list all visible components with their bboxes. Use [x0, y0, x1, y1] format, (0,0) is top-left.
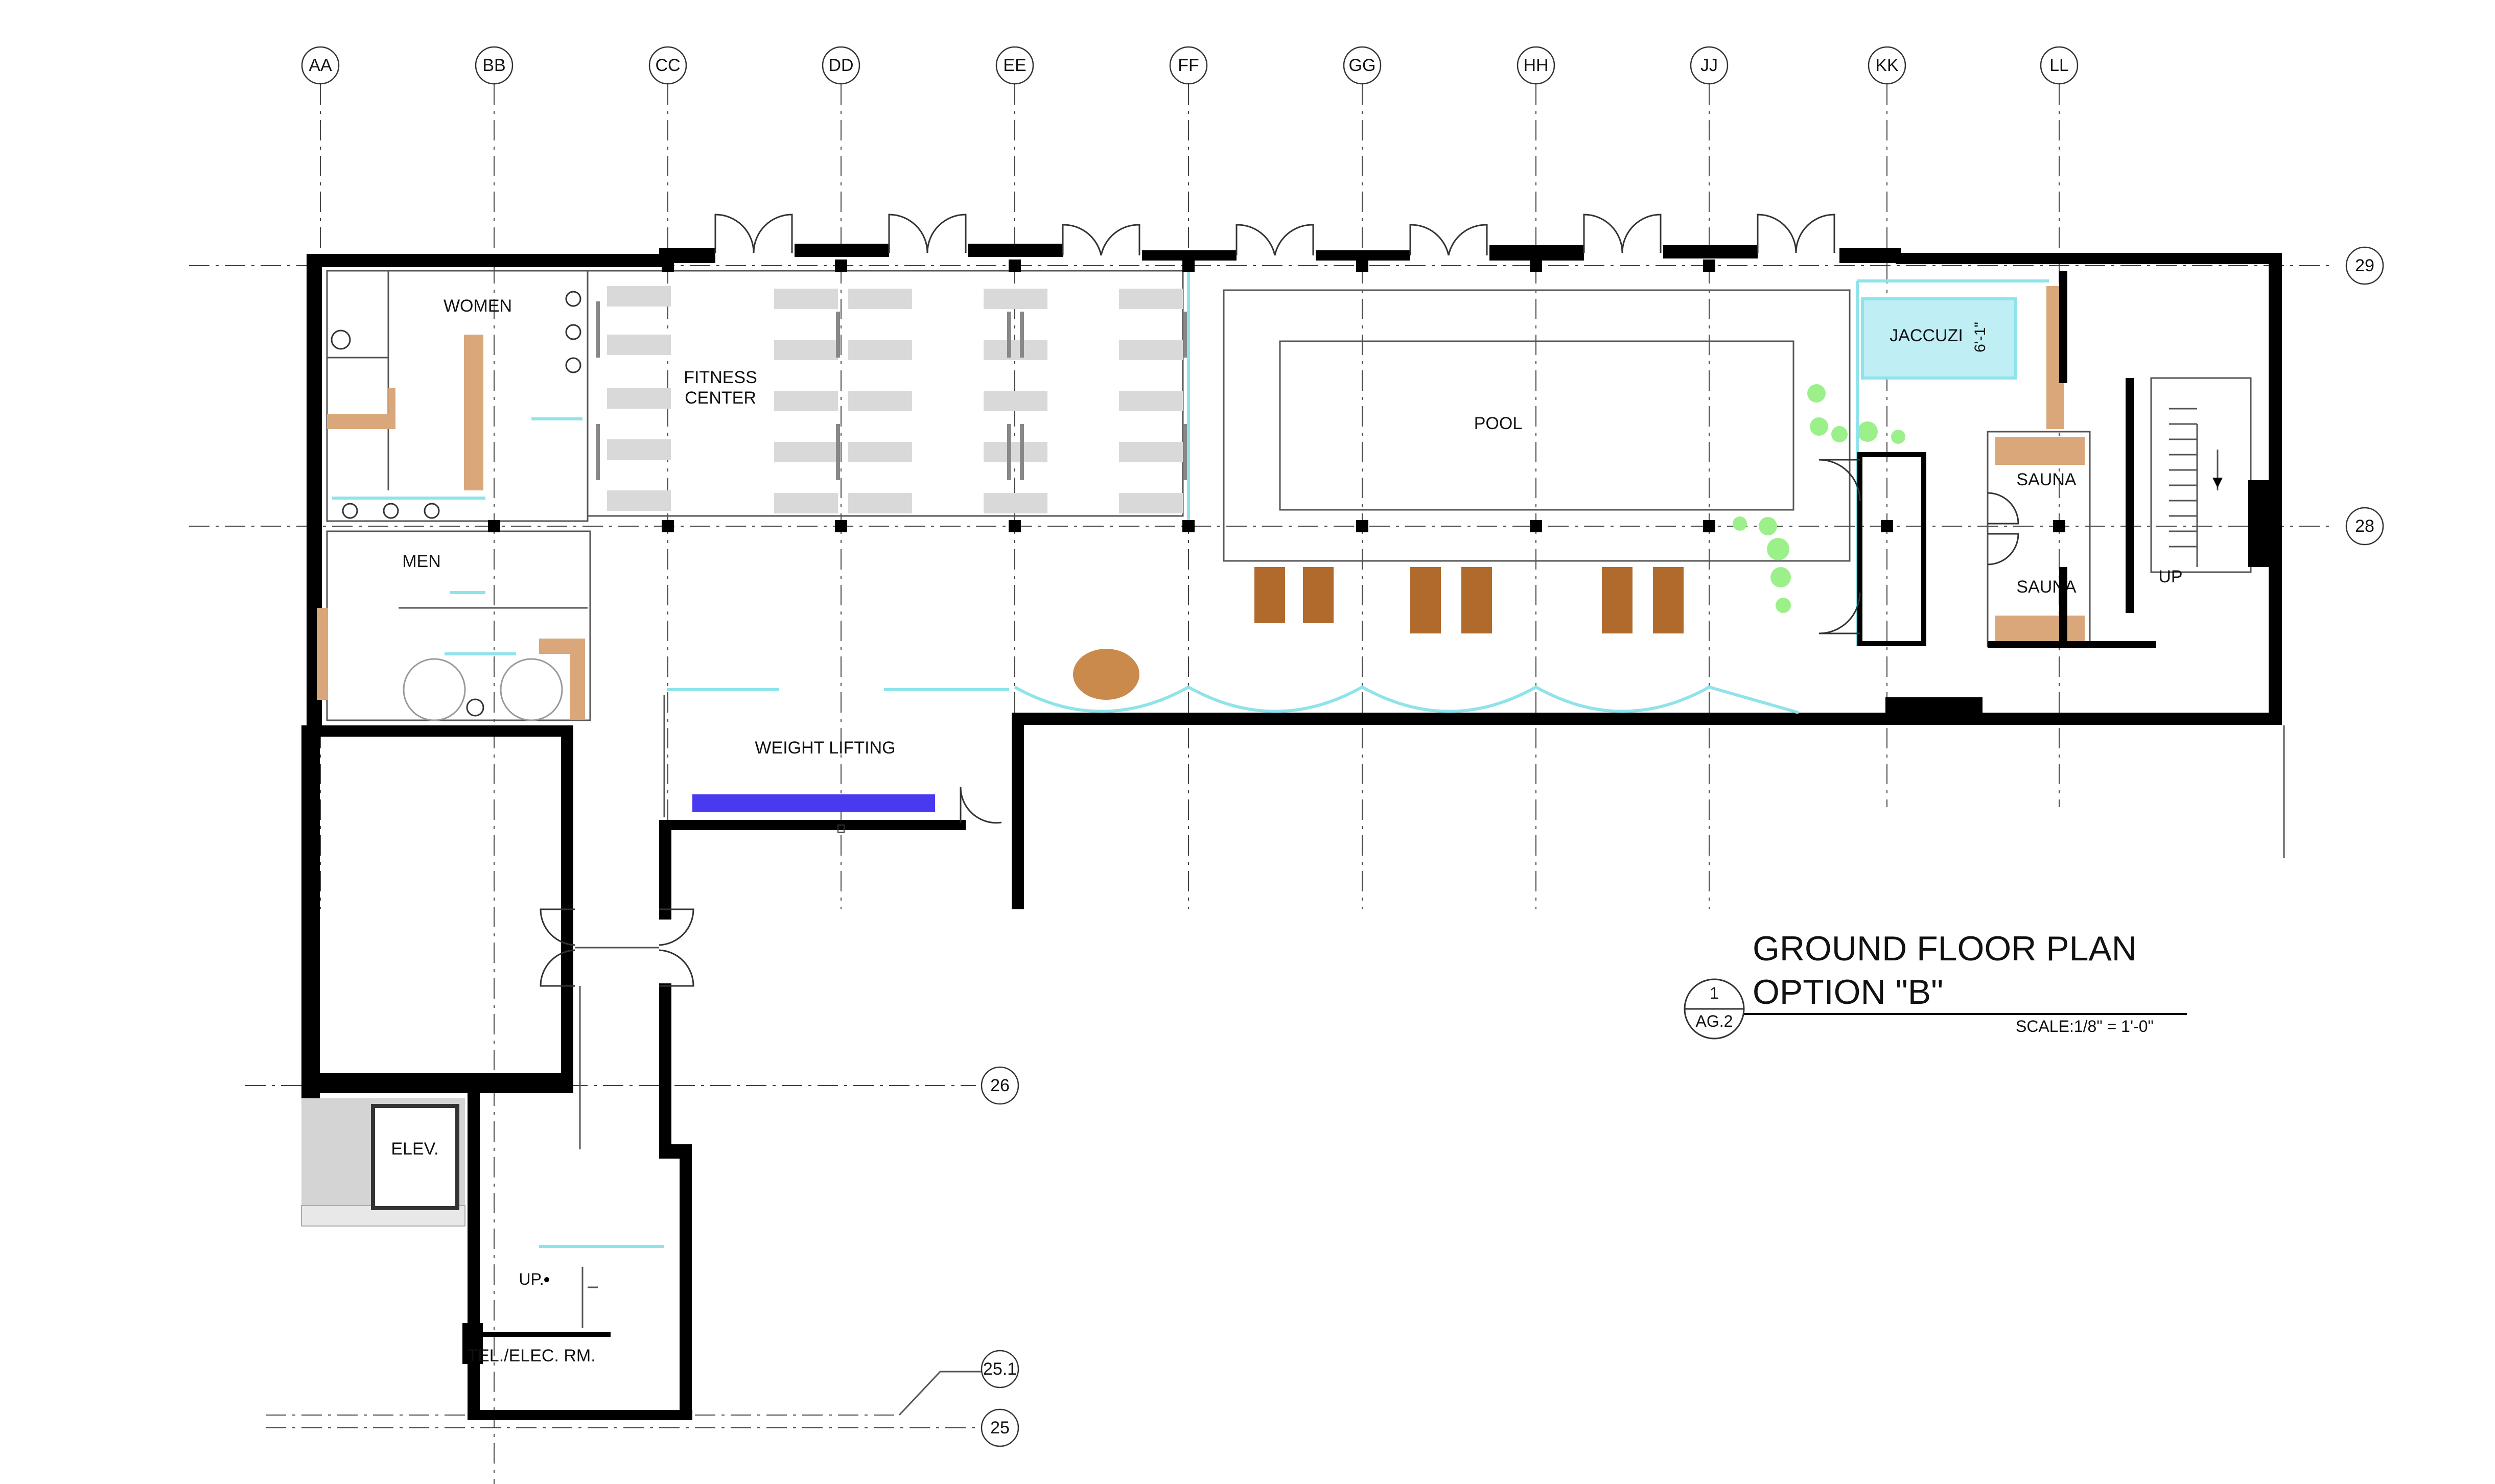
exterior-walls	[301, 244, 2282, 1420]
jacuzzi	[1861, 297, 2017, 380]
drawing-title-line1: GROUND FLOOR PLAN	[1753, 929, 2137, 968]
grid-label-dd: DD	[828, 56, 853, 75]
stair-up-label-lower: UP.	[519, 1270, 544, 1288]
grid-bubble-gg: GG	[1343, 46, 1382, 85]
men-room-label: MEN	[402, 552, 441, 571]
drawing-scale: SCALE:1/8" = 1'-0"	[2016, 1017, 2154, 1035]
columns	[488, 260, 2065, 532]
fitness-center: FITNESS CENTER	[587, 270, 1190, 521]
pool-area: POOL	[667, 289, 1905, 714]
right-stair: UP	[2150, 377, 2269, 586]
grid-bubble-dd: DD	[822, 46, 860, 85]
sauna-lower-label: SAUNA	[2016, 577, 2076, 597]
grid-column-bubbles: AA BB CC DD EE FF GG HH JJ KK LL	[301, 46, 2079, 85]
grid-bubble-25: 25	[981, 1408, 1019, 1447]
grid-label-aa: AA	[309, 56, 332, 75]
fitness-center-label-line1: FITNESS	[684, 368, 757, 387]
elevator: ELEV.	[301, 1098, 465, 1227]
grid-bubble-kk: KK	[1868, 46, 1906, 85]
jacuzzi-dimension: 6'-1"	[1972, 322, 1989, 352]
grid-label-cc: CC	[655, 56, 680, 75]
weight-bench	[692, 794, 935, 812]
sauna-upper-label: SAUNA	[2016, 470, 2076, 489]
grid-bubble-aa: AA	[301, 46, 340, 85]
grid-label-ff: FF	[1178, 56, 1199, 75]
restrooms: WOMEN MEN	[317, 270, 591, 721]
grid-label-gg: GG	[1349, 56, 1376, 75]
grid-bubble-bb: BB	[475, 46, 514, 85]
women-room-label: WOMEN	[444, 296, 512, 316]
grid-bubble-jj: JJ	[1690, 46, 1729, 85]
grid-label-26: 26	[990, 1076, 1010, 1095]
elevator-cab	[371, 1104, 459, 1210]
grid-label-ll: LL	[2049, 56, 2069, 75]
sheet-reference: AG.2	[1696, 1012, 1733, 1030]
grid-label-kk: KK	[1875, 56, 1899, 75]
grid-bubble-26: 26	[981, 1066, 1019, 1105]
drawing-title-line2: OPTION "B"	[1753, 973, 1943, 1011]
grid-bubble-25-1: 25.1	[981, 1350, 1019, 1388]
grid-bubble-cc: CC	[648, 46, 687, 85]
title-block: GROUND FLOOR PLAN OPTION "B" SCALE:1/8" …	[1684, 929, 2187, 1040]
grid-bubble-hh: HH	[1517, 46, 1555, 85]
tel-elec-room-label: TEL./ELEC. RM.	[467, 1346, 595, 1365]
grid-label-28: 28	[2355, 516, 2374, 536]
grid-bubble-28: 28	[2345, 507, 2384, 546]
sheet-number: 1	[1710, 984, 1719, 1002]
grid-label-25: 25	[990, 1418, 1010, 1438]
grid-label-25-1: 25.1	[983, 1359, 1017, 1379]
pool-label: POOL	[1474, 414, 1522, 433]
grid-bubble-ll: LL	[2040, 46, 2079, 85]
elevator-label: ELEV.	[391, 1139, 438, 1159]
spa-area: JACCUZI 6'-1" SAUNA SAUNA	[1818, 271, 2156, 648]
lower-stair: UP. TEL./ELEC. RM.	[467, 1245, 664, 1365]
round-table	[1073, 649, 1139, 700]
stair-up-label-right: UP	[2158, 567, 2182, 586]
grid-bubble-ff: FF	[1169, 46, 1208, 85]
grid-label-29: 29	[2355, 256, 2374, 275]
grid-bubble-ee: EE	[995, 46, 1034, 85]
grid-label-bb: BB	[482, 56, 505, 75]
women-vanity	[464, 335, 483, 490]
jacuzzi-label: JACCUZI	[1890, 326, 1963, 345]
grid-label-hh: HH	[1523, 56, 1548, 75]
grid-label-jj: JJ	[1700, 56, 1718, 75]
fitness-center-label-line2: CENTER	[685, 388, 756, 408]
grid-bubble-29: 29	[2345, 246, 2384, 285]
weight-lifting-label: WEIGHT LIFTING	[755, 738, 895, 758]
grid-label-ee: EE	[1003, 56, 1026, 75]
corridor-doors	[540, 908, 694, 1149]
grid-row-bubbles: 29 28 26 25.1 25	[981, 246, 2384, 1447]
weight-lifting: WEIGHT LIFTING	[663, 695, 1002, 833]
north-facade-doors	[714, 214, 1835, 256]
